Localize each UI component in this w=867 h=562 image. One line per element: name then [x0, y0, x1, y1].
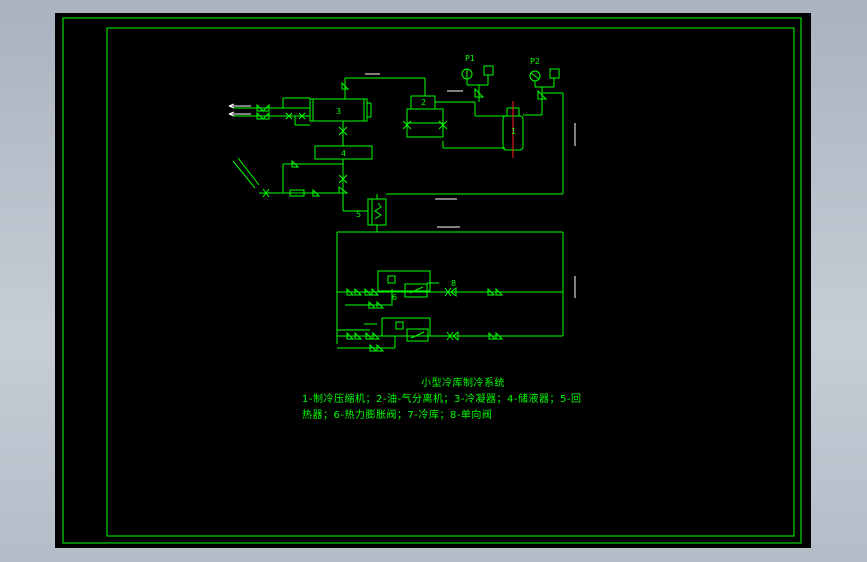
branch-2: [337, 317, 563, 352]
evaporator-loop: [336, 225, 564, 344]
separator-to-compressor: [435, 90, 510, 149]
label-6: 6: [392, 293, 397, 302]
label-8: 8: [451, 279, 456, 288]
label-5: 5: [356, 210, 361, 219]
liquid-line: [338, 159, 368, 212]
cooling-water-lines: [233, 97, 310, 126]
cad-viewport[interactable]: 3: [55, 13, 811, 548]
discharge-line: [341, 73, 426, 99]
branch-1: [337, 270, 563, 309]
label-3: 3: [336, 107, 341, 116]
compressor: [502, 101, 524, 158]
drawing-title: 小型冷库制冷系统: [421, 378, 505, 389]
gauge-label-p1: P1: [465, 54, 475, 63]
condenser-to-receiver: [338, 121, 348, 146]
charging-line: [232, 157, 343, 198]
legend-line-1: 1-制冷压缩机；2-油-气分离机；3-冷凝器；4-储液器；5-回: [302, 394, 582, 405]
label-1: 1: [511, 127, 516, 136]
inlet-arrows: [228, 103, 251, 117]
refrigeration-schematic: 3: [62, 17, 802, 544]
pressure-gauge-p2: [523, 68, 564, 194]
outer-border: [62, 17, 802, 544]
label-4: 4: [341, 149, 346, 158]
inner-border: [106, 27, 795, 537]
regenerative-heat-exchanger: [367, 193, 563, 226]
gauge-label-p2: P2: [530, 57, 540, 66]
legend-line-2: 热器；6-热力膨胀阀；7-冷库；8-单向阀: [302, 410, 493, 421]
label-2: 2: [421, 98, 426, 107]
condenser: [309, 98, 372, 122]
pressure-gauge-p1: [461, 65, 494, 102]
